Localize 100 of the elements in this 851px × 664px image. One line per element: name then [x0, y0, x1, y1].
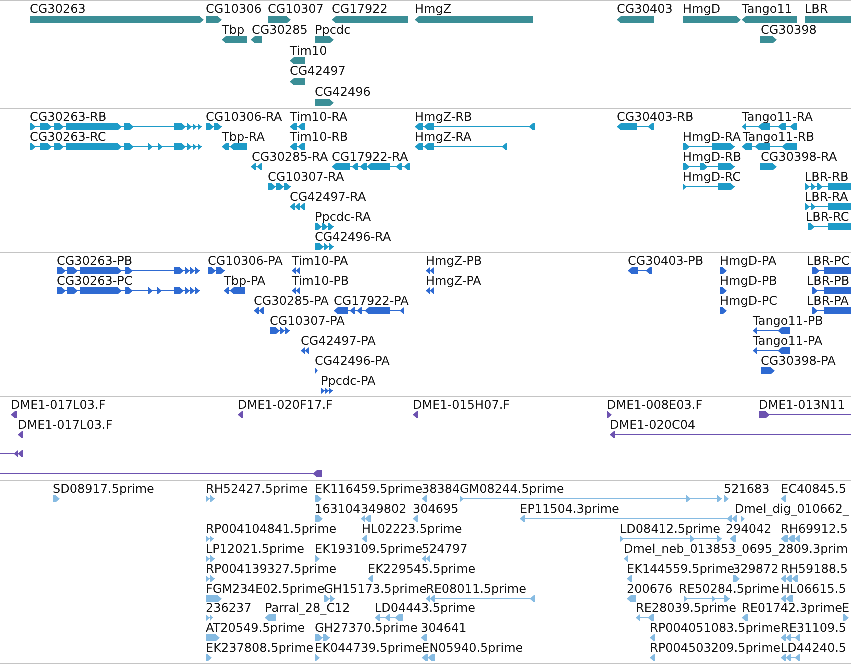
feature-label: CG42496 [315, 85, 371, 99]
feature-label: LD04443.5prime [375, 601, 476, 616]
feature-label: CG10307-PA [270, 314, 345, 328]
feature-label: LBR-PB [807, 274, 851, 288]
feature-label: GH27370.5prime [315, 621, 418, 636]
feature-label: RP004139327.5prime [206, 562, 337, 576]
feature-label: CG10307 [268, 2, 324, 16]
feature-label: DME1-017L03.F [18, 418, 113, 432]
feature-label: HmgD [683, 2, 722, 16]
feature-label: 163104 [315, 502, 361, 516]
feature-label: CG42496-PA [315, 354, 390, 368]
feature-label: Tim10-PB [292, 274, 350, 288]
feature-label: CG30285 [252, 22, 308, 37]
feature-label: EK229545.5prime [368, 562, 476, 576]
feature-label: EK144559.5prime [627, 562, 735, 576]
feature-label: 304695 [413, 502, 459, 516]
feature-label: Dmel_neb_013853_0695_2809.3prim [624, 542, 848, 556]
feature-label: EP11504.3prime [520, 502, 620, 516]
feature-label: Tbp-PA [224, 274, 266, 288]
feature-label: EN05940.5prime [422, 641, 524, 656]
feature-label: HmgZ [415, 2, 453, 16]
feature-label: 38384 [422, 482, 460, 496]
feature-label: HmgD-RC [683, 170, 742, 184]
feature-label: DME1-013N11 [759, 398, 846, 412]
feature-label: CG30403-RB [617, 110, 694, 124]
feature-label: SD08917.5prime [53, 482, 154, 496]
feature-label: E [842, 601, 850, 616]
feature-label: LBR-PA [807, 294, 850, 308]
feature-label: CG42497 [290, 64, 346, 78]
feature-label: HmgD-PC [720, 294, 778, 308]
feature-label: Dmel_dig_010662_ [735, 502, 850, 516]
feature-label: CG30263-PB [57, 254, 134, 268]
feature-label: 349802 [361, 502, 407, 516]
feature-label: Tango11-RA [742, 110, 813, 124]
feature-label: 200676 [627, 582, 673, 596]
feature-label: CG10306 [206, 2, 262, 16]
feature-label: LP12021.5prime [206, 542, 305, 556]
feature-label: EK044739.5prime [315, 641, 423, 656]
feature-label: Parral_28_C12 [265, 601, 350, 616]
feature-label: RE28039.5prime [636, 601, 736, 616]
feature-label: FGM234E02.5prime [206, 582, 325, 596]
feature-label: CG17922-PA [334, 294, 409, 308]
feature-label: HmgD-PA [720, 254, 777, 268]
feature-label: EK193109.5prime [315, 542, 423, 556]
feature-label: DME1-008E03.F [607, 398, 703, 412]
feature-label: Tango11-PA [753, 334, 823, 348]
feature-label: HmgD-RB [683, 150, 742, 164]
feature-label: HmgZ-PB [426, 254, 482, 268]
feature-label: DME1-020C04 [610, 418, 697, 432]
feature-label: EK237808.5prime [206, 641, 314, 656]
feature-label: CG30285-RA [252, 150, 328, 164]
feature-label: HmgD-PB [720, 274, 778, 288]
feature-label: RP004051083.5prime [650, 621, 781, 636]
feature-label: LBR-RB [805, 170, 850, 184]
feature-label: RE50284.5prime [679, 582, 780, 596]
feature-label: LBR-RA [805, 190, 850, 204]
feature-label: CG10306-RA [206, 110, 282, 124]
feature-label: CG30285-PA [254, 294, 329, 308]
feature-label: RH52427.5prime [206, 482, 308, 496]
feature-label: AT20549.5prime [206, 621, 306, 636]
feature-label: RE31109.5 [781, 621, 847, 636]
feature-label: HmgZ-PA [426, 274, 482, 288]
feature-label: DME1-017L03.F [11, 398, 106, 412]
feature-label: Ppcdc-RA [315, 210, 372, 224]
feature-label: CG30263-RC [30, 130, 108, 144]
feature-label: CG30403-PB [628, 254, 704, 268]
feature-label: 294042 [726, 522, 772, 536]
feature-label: GH15173.5prime [324, 582, 427, 596]
feature-label: LBR-PC [807, 254, 851, 268]
feature-label: CG17922-RA [332, 150, 410, 164]
feature-label: 236237 [206, 601, 252, 616]
feature-label: LBR-RC [806, 210, 850, 224]
feature-label: CG30398 [761, 22, 817, 37]
feature-label: 329872 [733, 562, 779, 576]
feature-label: HL02223.5prime [362, 522, 462, 536]
feature-label: 304641 [421, 621, 467, 636]
feature-label: Tim10-RA [290, 110, 348, 124]
feature-label: CG10306-PA [208, 254, 283, 268]
feature-label: CG10307-RA [268, 170, 344, 184]
feature-label: HmgZ-RA [415, 130, 473, 144]
feature-label: Ppcdc [315, 22, 351, 37]
feature-label: LD08412.5prime [620, 522, 722, 536]
feature-label: 524797 [422, 542, 468, 556]
feature-label: EC40845.5 [781, 482, 847, 496]
feature-label: LBR [805, 2, 830, 16]
feature-label: Tbp-RA [222, 130, 265, 144]
feature-label: Tim10 [290, 44, 328, 58]
feature-label: CG30403 [617, 2, 673, 16]
feature-label: DME1-020F17.F [238, 398, 333, 412]
feature-label: RP004104841.5prime [206, 522, 337, 536]
feature-label: CG30398-PA [761, 354, 836, 368]
feature-label: Ppcdc-PA [321, 374, 376, 388]
feature-label: EK116459.5prime [315, 482, 423, 496]
feature-label: DME1-015H07.F [413, 398, 510, 412]
feature-label: RH69912.5 [781, 522, 848, 536]
feature-label: GM08244.5prime [460, 482, 566, 496]
feature-label: LD44240.5 [781, 641, 847, 656]
feature-label: Tango11 [742, 2, 794, 16]
feature-label: Tbp [222, 22, 246, 37]
feature-label: HmgZ-RB [415, 110, 474, 124]
